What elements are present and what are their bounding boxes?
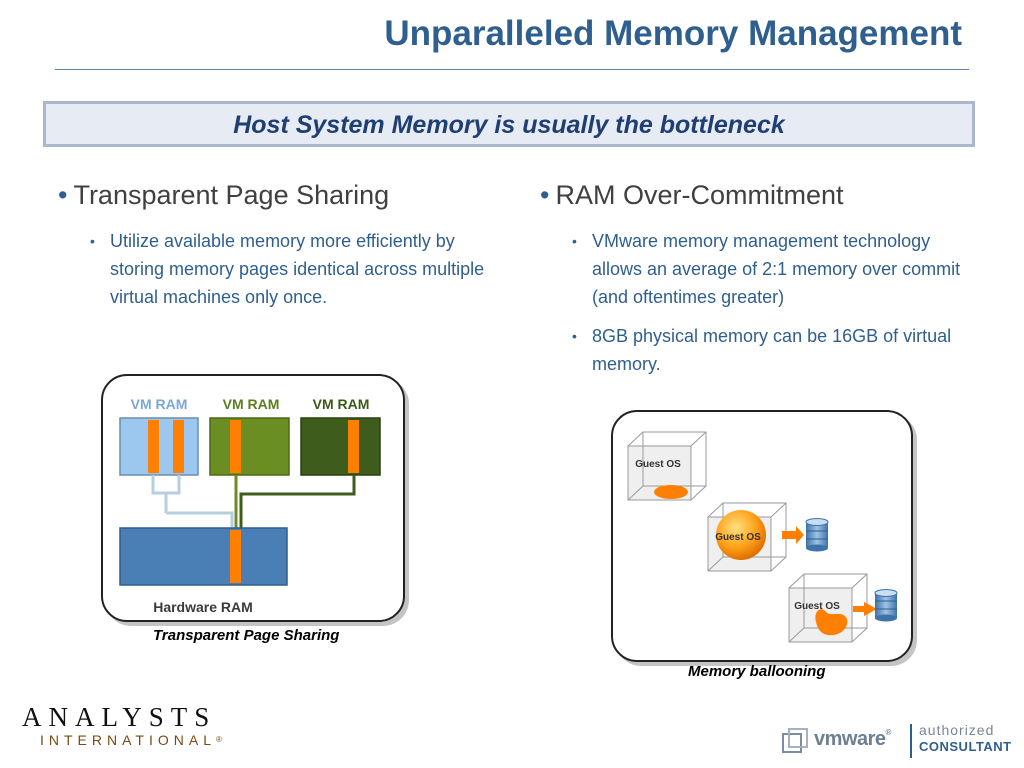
ballooning-panel: Guest OS Guest OS Guest OS xyxy=(611,410,913,662)
vm-ram-label-3: VM RAM xyxy=(313,396,370,412)
right-bullet-2: • 8GB physical memory can be 16GB of vir… xyxy=(572,322,977,378)
vm-ram-block-2 xyxy=(209,417,290,476)
balloon-inflated xyxy=(716,510,766,560)
shared-page-2 xyxy=(230,420,241,473)
balloon-small xyxy=(654,485,688,499)
swap-arrow-1 xyxy=(782,526,804,544)
left-heading-text: Transparent Page Sharing xyxy=(73,180,390,210)
disk-icon xyxy=(874,589,898,622)
vm-ram-block-3 xyxy=(300,417,381,476)
banner-text: Host System Memory is usually the bottle… xyxy=(233,111,785,139)
hardware-shared-page xyxy=(230,530,241,583)
vmware-squares-icon xyxy=(782,728,808,753)
sub-bullet-dot: • xyxy=(572,328,577,344)
vmware-authorized-badge: vmware® authorized CONSULTANT xyxy=(782,722,1011,762)
vm-ram-label-1: VM RAM xyxy=(131,396,188,412)
title-divider xyxy=(55,69,969,70)
vm-ram-label-2: VM RAM xyxy=(223,396,280,412)
logo-international: INTERNATIONAL xyxy=(40,732,216,748)
ballooning-diagram: Guest OS Guest OS Guest OS xyxy=(627,431,898,643)
vmware-registered-mark: ® xyxy=(885,728,892,737)
logo-analysts: ANALYSTS xyxy=(22,702,217,732)
vmware-wordmark: vmware xyxy=(814,728,886,750)
page-sharing-caption: Transparent Page Sharing xyxy=(153,627,340,644)
left-bullet-1: • Utilize available memory more efficien… xyxy=(90,227,495,311)
bullet-dot: • xyxy=(540,180,550,210)
ballooning-caption: Memory ballooning xyxy=(688,663,826,680)
right-bullet-2-text: 8GB physical memory can be 16GB of virtu… xyxy=(592,326,952,374)
balloon-deflated xyxy=(815,609,848,636)
page-links xyxy=(151,475,356,528)
sub-bullet-dot: • xyxy=(90,233,95,249)
shared-page-1b xyxy=(173,420,184,473)
shared-page-3 xyxy=(348,420,359,473)
page-sharing-panel: VM RAM VM RAM VM RAM Hardware RAM xyxy=(101,374,405,622)
analysts-international-logo: ANALYSTS INTERNATIONAL® xyxy=(22,703,222,749)
guest-os-label-1: Guest OS xyxy=(635,459,681,470)
shared-page-1a xyxy=(148,420,159,473)
hardware-ram-label: Hardware RAM xyxy=(153,599,253,615)
authorized-text: authorized xyxy=(919,722,995,738)
disk-icon xyxy=(805,518,829,552)
left-heading: •Transparent Page Sharing xyxy=(58,180,389,211)
slide-title: Unparalleled Memory Management xyxy=(384,14,962,53)
page-sharing-diagram: VM RAM VM RAM VM RAM Hardware RAM xyxy=(119,396,381,615)
bullet-dot: • xyxy=(58,180,68,210)
banner-box: Host System Memory is usually the bottle… xyxy=(43,101,975,147)
badge-divider xyxy=(910,724,912,758)
right-bullet-1: • VMware memory management technology al… xyxy=(572,227,977,311)
right-heading-text: RAM Over-Commitment xyxy=(555,180,844,210)
guest-os-label-3: Guest OS xyxy=(794,601,840,612)
hardware-ram-block xyxy=(119,527,288,586)
right-heading: •RAM Over-Commitment xyxy=(540,180,843,211)
registered-mark: ® xyxy=(215,735,222,744)
guest-os-label-2: Guest OS xyxy=(715,532,761,543)
left-bullet-1-text: Utilize available memory more efficientl… xyxy=(110,231,485,307)
consultant-text: CONSULTANT xyxy=(919,739,1012,754)
swap-arrow-2 xyxy=(853,602,877,616)
right-bullet-1-text: VMware memory management technology allo… xyxy=(592,231,961,307)
sub-bullet-dot: • xyxy=(572,233,577,249)
